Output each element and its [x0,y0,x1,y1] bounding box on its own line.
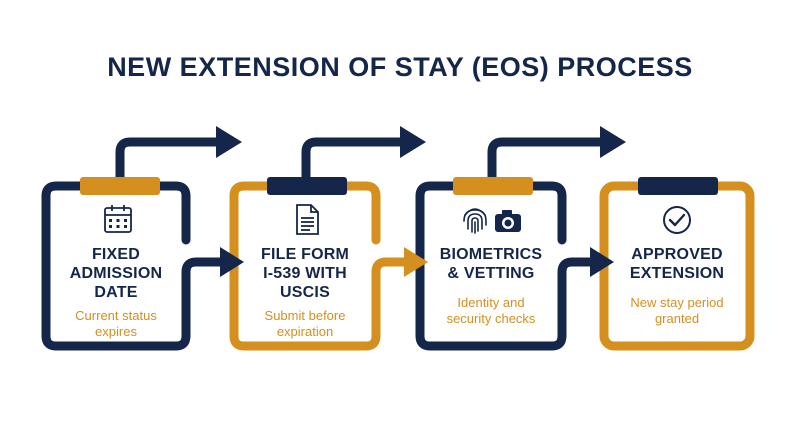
connector-arrow-1-head [220,247,244,277]
connector-arrow-3-head [590,247,614,277]
connector-arrow-3 [557,257,594,298]
upper-arrow-3-head [600,126,626,158]
connector-arrow-2 [371,257,408,298]
camera-icon [495,210,521,232]
step-3-subtitle: Identity and security checks [426,295,556,327]
step-1-frame [41,181,191,351]
fingerprint-icon [463,208,487,234]
step-3-subtitle-line-2: security checks [446,311,536,326]
document-icon [296,204,319,235]
upper-arrow-3 [487,137,604,177]
step-2-title-line-2: I-539 WITH [263,265,347,282]
step-1-title-line-1: FIXED [91,246,141,263]
upper-arrow-1 [115,137,220,177]
checkmark-circle-icon [663,206,691,234]
upper-arrow-2-head [400,126,426,158]
step-2-title: FILE FORM I-539 WITH USCIS [240,245,370,302]
step-2-tab [267,177,347,195]
step-3-tab [453,177,533,195]
step-1-subtitle-line-2: expires [95,324,137,339]
step-3-subtitle-line-1: Identity and [457,295,525,310]
step-4-subtitle: New stay period granted [610,295,744,327]
step-4-title: APPROVED EXTENSION [610,245,744,283]
upper-arrow-1-head [216,126,242,158]
step-2-title-line-3: USCIS [280,284,330,301]
page-title: NEW EXTENSION OF STAY (EOS) PROCESS [107,52,693,82]
connector-arrow-1 [181,257,224,298]
step-4-tab [638,177,718,195]
connector-arrow-2-head [404,247,428,277]
step-2-text: FILE FORM I-539 WITH USCIS Submit before… [240,245,370,340]
step-4-title-line-1: APPROVED [631,246,723,263]
step-1-title-line-2: ADMISSION [69,265,163,282]
step-1-tab [80,177,160,195]
step-1-subtitle: Current status expires [52,308,180,340]
step-1-title: FIXED ADMISSION DATE [52,245,180,302]
step-1-title-line-3: DATE [94,284,138,301]
step-4-subtitle-line-2: granted [654,311,700,326]
step-3-text: BIOMETRICS & VETTING Identity and securi… [426,245,556,327]
step-2-subtitle-line-2: expiration [276,324,334,339]
step-2-subtitle-line-1: Submit before [264,308,346,323]
upper-arrow-2 [301,137,404,177]
step-4-subtitle-line-1: New stay period [630,295,724,310]
calendar-icon [104,205,132,233]
step-4-title-line-2: EXTENSION [629,265,725,282]
step-4-text: APPROVED EXTENSION New stay period grant… [610,245,744,327]
step-3-title-line-2: & VETTING [447,265,535,282]
step-1-subtitle-line-1: Current status [75,308,157,323]
step-1-text: FIXED ADMISSION DATE Current status expi… [52,245,180,340]
step-3-title: BIOMETRICS & VETTING [426,245,556,283]
step-2-title-line-1: FILE FORM [260,246,349,263]
step-2-subtitle: Submit before expiration [240,308,370,340]
step-3-title-line-1: BIOMETRICS [439,246,543,263]
